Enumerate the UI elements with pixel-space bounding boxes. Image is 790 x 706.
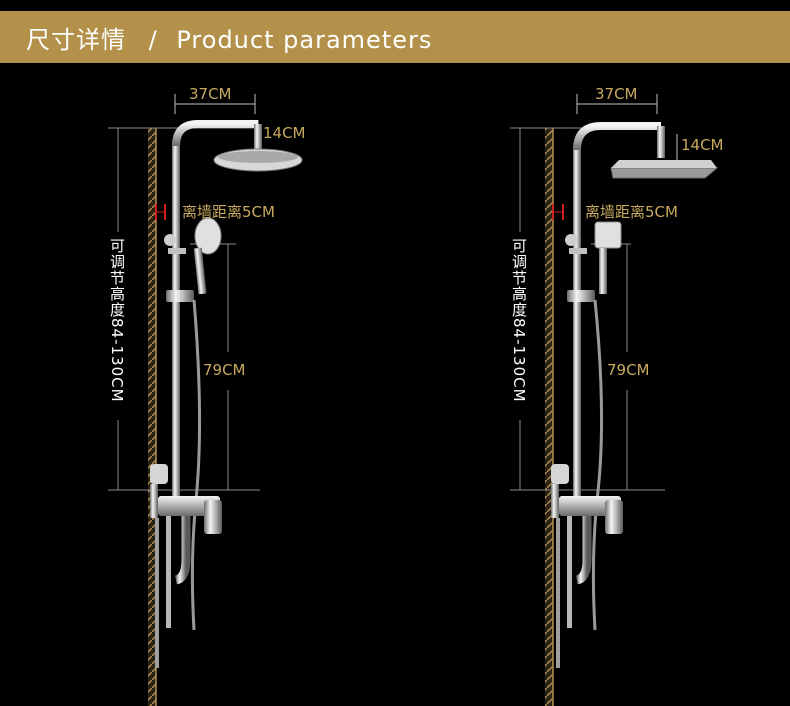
- product-square-shower: 37CM 14CM 离墙距离5CM 79CM 可调节高度84-130CM: [395, 0, 790, 706]
- rain-shower-head: [610, 167, 719, 179]
- section-header: 尺寸详情 / Product parameters: [0, 11, 790, 63]
- shower-illustration: [108, 94, 303, 706]
- bar-length-dimension: 79CM: [607, 361, 650, 379]
- adjustable-height-dimension: 可调节高度84-130CM: [108, 238, 126, 403]
- product-round-shower: 37CM 14CM 离墙距离5CM 79CM 可调节高度84-130CM: [108, 85, 306, 706]
- wall-distance-dimension: 离墙距离5CM: [585, 203, 678, 221]
- title-english: Product parameters: [176, 25, 433, 54]
- wall-hatch: [545, 128, 553, 706]
- adjustable-height-dimension: 可调节高度84-130CM: [510, 238, 528, 403]
- hand-shower: [594, 221, 622, 249]
- shower-illustration: [510, 94, 719, 706]
- width-dimension: 37CM: [189, 85, 232, 103]
- section-title: 尺寸详情 / Product parameters: [0, 20, 432, 55]
- width-dimension: 37CM: [595, 85, 638, 103]
- wall-hatch: [148, 128, 156, 706]
- title-chinese: 尺寸详情: [26, 25, 126, 54]
- hand-shower: [194, 217, 222, 255]
- bar-length-dimension: 79CM: [203, 361, 246, 379]
- head-size-dimension: 14CM: [681, 136, 724, 154]
- head-size-dimension: 14CM: [263, 124, 306, 142]
- title-separator: /: [148, 25, 158, 54]
- wall-distance-dimension: 离墙距离5CM: [182, 203, 275, 221]
